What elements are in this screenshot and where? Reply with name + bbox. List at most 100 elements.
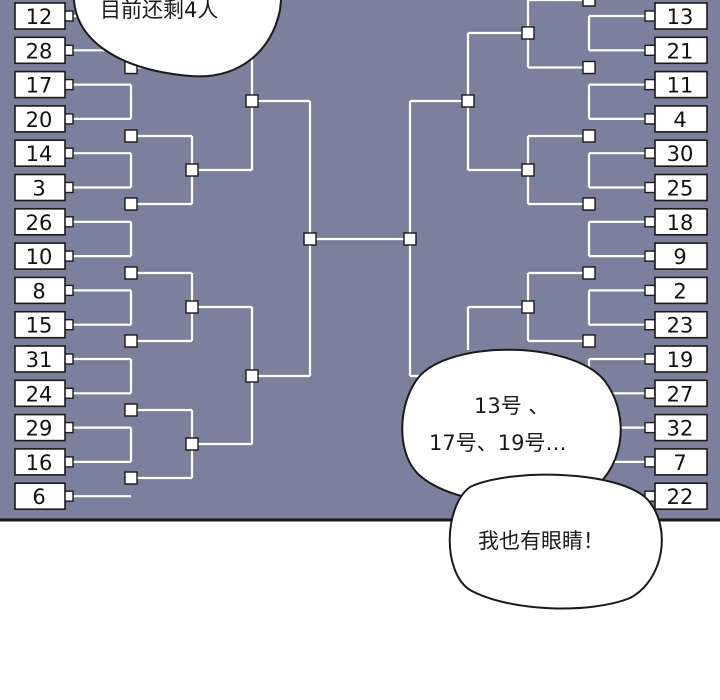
- seed-port-node: [644, 284, 656, 297]
- seed-port-node: [644, 319, 656, 331]
- seed-box: [654, 70, 708, 99]
- bracket-node: [124, 471, 138, 485]
- seed-number-left: 3: [32, 177, 45, 201]
- seed-number-left: 29: [26, 417, 53, 441]
- seed-box: [14, 448, 66, 476]
- seed-box: [14, 36, 66, 65]
- seed-box: [14, 208, 66, 236]
- seed-port-node: [644, 387, 656, 399]
- seed-box: [654, 276, 708, 305]
- bracket-node: [245, 369, 259, 383]
- bracket-node: [582, 129, 596, 143]
- seed-box: [14, 2, 66, 30]
- seed-box: [14, 173, 66, 202]
- bracket-node: [521, 26, 535, 40]
- speech-text-middle-right-line1: 13号 、: [474, 394, 549, 418]
- bracket-node: [124, 403, 138, 417]
- seed-box: [654, 242, 708, 270]
- speech-text-middle-right-line2: 17号、19号…: [429, 431, 566, 455]
- seed-number-right: 25: [667, 177, 694, 201]
- seed-number-right: 21: [667, 39, 694, 63]
- seed-number-left: 8: [32, 279, 45, 303]
- bracket-node: [521, 300, 535, 314]
- bracket-lines: [70, 0, 650, 498]
- seed-box: [654, 2, 708, 30]
- seed-box: [654, 448, 708, 476]
- seed-number-left: 16: [26, 451, 53, 475]
- seed-number-right: 30: [667, 142, 694, 166]
- seed-number-right: 27: [667, 382, 694, 406]
- bracket-node: [124, 266, 138, 280]
- seed-box: [14, 310, 66, 339]
- seed-box: [654, 413, 708, 442]
- bracket-node: [582, 266, 596, 280]
- seed-port-node: [644, 353, 656, 365]
- bracket-node: [403, 232, 417, 246]
- seed-number-left: 10: [26, 245, 53, 269]
- speech-text-bottom-right: 我也有眼睛！: [478, 529, 604, 553]
- seed-number-right: 22: [667, 485, 694, 509]
- seed-box: [654, 208, 708, 236]
- bracket-node: [521, 163, 535, 177]
- seed-box: [654, 345, 708, 373]
- bracket-node: [582, 60, 596, 75]
- bracket-node: [124, 129, 138, 143]
- seed-number-right: 18: [667, 211, 694, 235]
- seed-number-right: 13: [667, 5, 694, 29]
- bracket-node: [124, 197, 138, 211]
- seed-number-right: 2: [673, 279, 686, 303]
- bracket-nodes: [62, 0, 656, 502]
- seed-box: [654, 105, 708, 133]
- bracket-node: [582, 0, 596, 7]
- seed-box: [654, 310, 708, 339]
- bracket-node: [303, 232, 317, 246]
- seed-port-node: [644, 250, 656, 262]
- seed-number-left: 12: [26, 5, 53, 29]
- seed-port-node: [644, 421, 656, 434]
- seed-number-right: 11: [667, 74, 694, 98]
- bracket-node: [245, 94, 259, 108]
- seed-port-node: [644, 181, 656, 194]
- speech-bubble-bottom-right: 我也有眼睛！: [448, 473, 663, 610]
- seed-box: [14, 413, 66, 442]
- seed-number-left: 6: [32, 485, 45, 509]
- seed-port-node: [644, 216, 656, 228]
- bracket-node: [582, 197, 596, 211]
- seed-box: [14, 345, 66, 373]
- seed-box: [654, 173, 708, 202]
- seed-box: [654, 379, 708, 408]
- seed-box: [14, 482, 66, 511]
- seed-box: [14, 105, 66, 133]
- bracket-node: [185, 437, 199, 451]
- seed-box: [14, 70, 66, 99]
- seed-number-right: 4: [673, 108, 686, 132]
- seed-box: [14, 276, 66, 305]
- seed-number-left: 15: [26, 314, 53, 338]
- seed-number-left: 20: [26, 108, 53, 132]
- bracket-path: [466, 305, 528, 350]
- seed-box: [14, 139, 66, 167]
- seed-number-right: 9: [673, 245, 686, 269]
- seed-number-left: 26: [26, 211, 53, 235]
- seed-port-node: [644, 456, 656, 468]
- seed-number-left: 24: [26, 382, 53, 406]
- seed-number-left: 14: [26, 142, 53, 166]
- seed-box: [14, 379, 66, 408]
- seed-box: [654, 36, 708, 65]
- seed-number-right: 23: [667, 314, 694, 338]
- seed-port-node: [644, 113, 656, 125]
- bracket-node: [185, 163, 199, 177]
- seed-port-node: [644, 10, 656, 22]
- seed-box: [654, 139, 708, 167]
- bracket-node: [461, 94, 475, 108]
- seed-box: [654, 482, 708, 511]
- bracket-node: [582, 334, 596, 348]
- seed-number-right: 19: [667, 348, 694, 372]
- speech-bubble-middle-right: 13号 、 17号、19号…: [401, 348, 622, 506]
- bracket-node: [124, 334, 138, 348]
- seed-port-node: [644, 44, 656, 56]
- seed-port-node: [644, 147, 656, 159]
